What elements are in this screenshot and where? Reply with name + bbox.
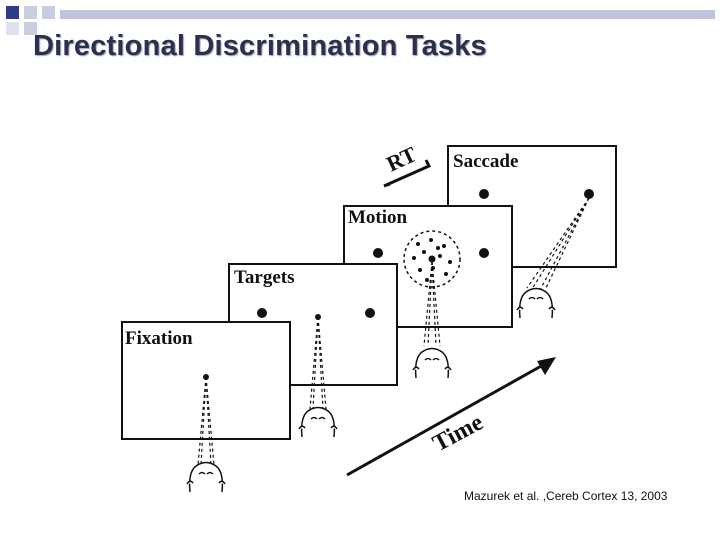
panel-label-targets: Targets — [234, 267, 295, 288]
fixation-dot — [428, 255, 436, 263]
head-icons — [186, 287, 556, 493]
head-icon — [186, 461, 226, 493]
panel-label-fixation: Fixation — [125, 328, 193, 349]
head-icon — [412, 347, 452, 379]
deco-square — [6, 6, 19, 19]
deco-square — [6, 22, 19, 35]
motion-dots — [412, 238, 452, 282]
header-rule — [60, 10, 715, 19]
target-dot — [373, 248, 383, 258]
time-label: Time — [429, 409, 488, 457]
panel-label-motion: Motion — [348, 207, 408, 228]
target-dot — [365, 308, 375, 318]
panel-fixation: Fixation — [121, 321, 291, 440]
slide-title: Directional Discrimination Tasks — [33, 30, 487, 62]
deco-square — [24, 6, 37, 19]
head-icon — [516, 287, 556, 319]
citation: Mazurek et al. ,Cereb Cortex 13, 2003 — [464, 489, 668, 503]
deco-square — [42, 6, 55, 19]
panel-label-saccade: Saccade — [453, 151, 518, 172]
rt-bracket: RT — [383, 141, 432, 188]
target-dot — [479, 248, 489, 258]
head-icon — [298, 406, 338, 438]
deco-square — [24, 22, 37, 35]
motion-aperture — [403, 230, 461, 288]
target-dot — [584, 189, 594, 199]
target-dot — [479, 189, 489, 199]
gaze-lines — [197, 197, 590, 466]
header-decoration — [6, 6, 715, 35]
target-dot — [257, 308, 267, 318]
